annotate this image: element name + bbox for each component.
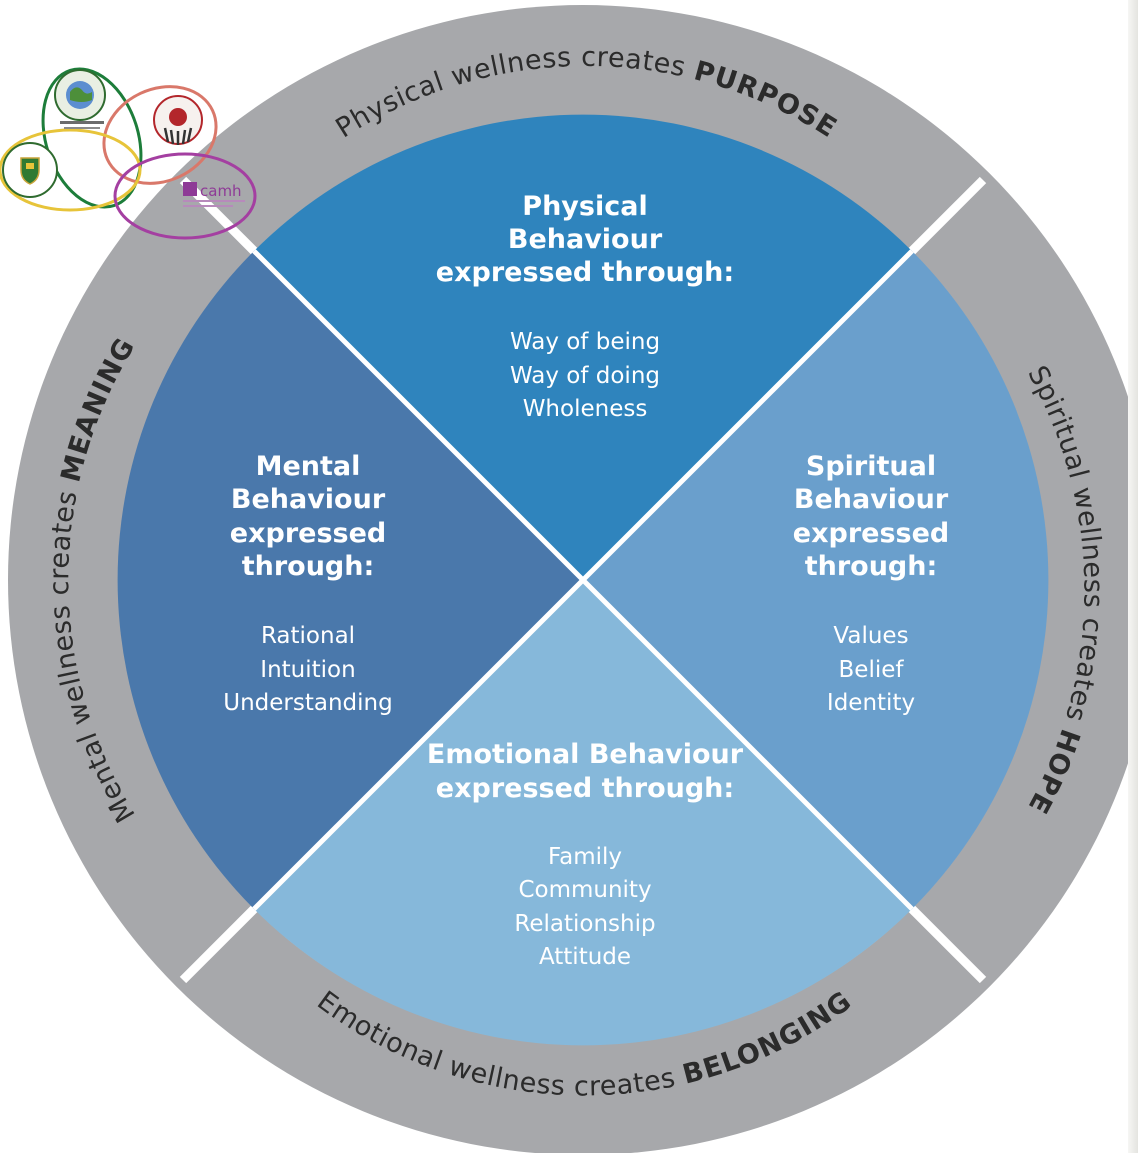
earth-seal-icon [54,69,106,129]
emotional-item: Family [548,844,622,870]
spiritual-item: Values [833,623,908,649]
spiritual-title-line-4: through: [805,551,938,582]
disc-divider-2 [252,249,914,911]
physical-title-line-1: Physical [522,191,647,222]
yellow-ring [0,128,142,212]
university-shield-icon [2,142,58,198]
emotional-item: Attitude [539,944,631,970]
camh-icon: camh [183,182,245,207]
physical-item: Wholeness [523,396,648,422]
coral-ring [102,85,218,185]
spiritual-item: Belief [839,657,905,683]
physical-title-line-2: Behaviour [508,224,663,255]
emotional-title-line-1: Emotional Behaviour [427,739,744,770]
quadrant-mental [117,251,584,909]
quadrant-spiritual [583,251,1049,909]
page-edge-shadow [1128,0,1138,1153]
camh-label: camh [200,182,242,200]
physical-text-block: Physical Behaviour expressed through: Wa… [436,191,734,422]
spiritual-title-line-1: Spiritual [806,451,936,482]
spiritual-item: Identity [827,690,915,716]
quadrant-physical [254,114,912,580]
mental-item: Rational [261,623,355,649]
spiritual-text-block: Spiritual Behaviour expressed through: V… [793,451,949,716]
partner-logos: camh [0,67,257,240]
emotional-title-line-2: expressed through: [436,773,734,804]
mental-title-line-1: Mental [256,451,361,482]
emotional-item: Community [518,877,651,903]
mental-title-line-2: Behaviour [231,484,386,515]
mental-item: Understanding [223,690,392,716]
mental-title-line-4: through: [242,551,375,582]
emotional-item: Relationship [514,911,655,937]
mental-text-block: Mental Behaviour expressed through: Rati… [223,451,392,716]
quadrant-emotional [254,580,912,1046]
physical-item: Way of being [510,329,660,355]
spiritual-title-line-2: Behaviour [794,484,949,515]
physical-item: Way of doing [510,363,660,389]
feather-seal-icon [153,95,203,145]
purple-ring [113,152,257,240]
physical-title-line-3: expressed through: [436,257,734,288]
mental-title-line-3: expressed [230,518,386,549]
spiritual-title-line-3: expressed [793,518,949,549]
mental-item: Intuition [260,657,355,683]
emotional-text-block: Emotional Behaviour expressed through: F… [427,739,744,970]
